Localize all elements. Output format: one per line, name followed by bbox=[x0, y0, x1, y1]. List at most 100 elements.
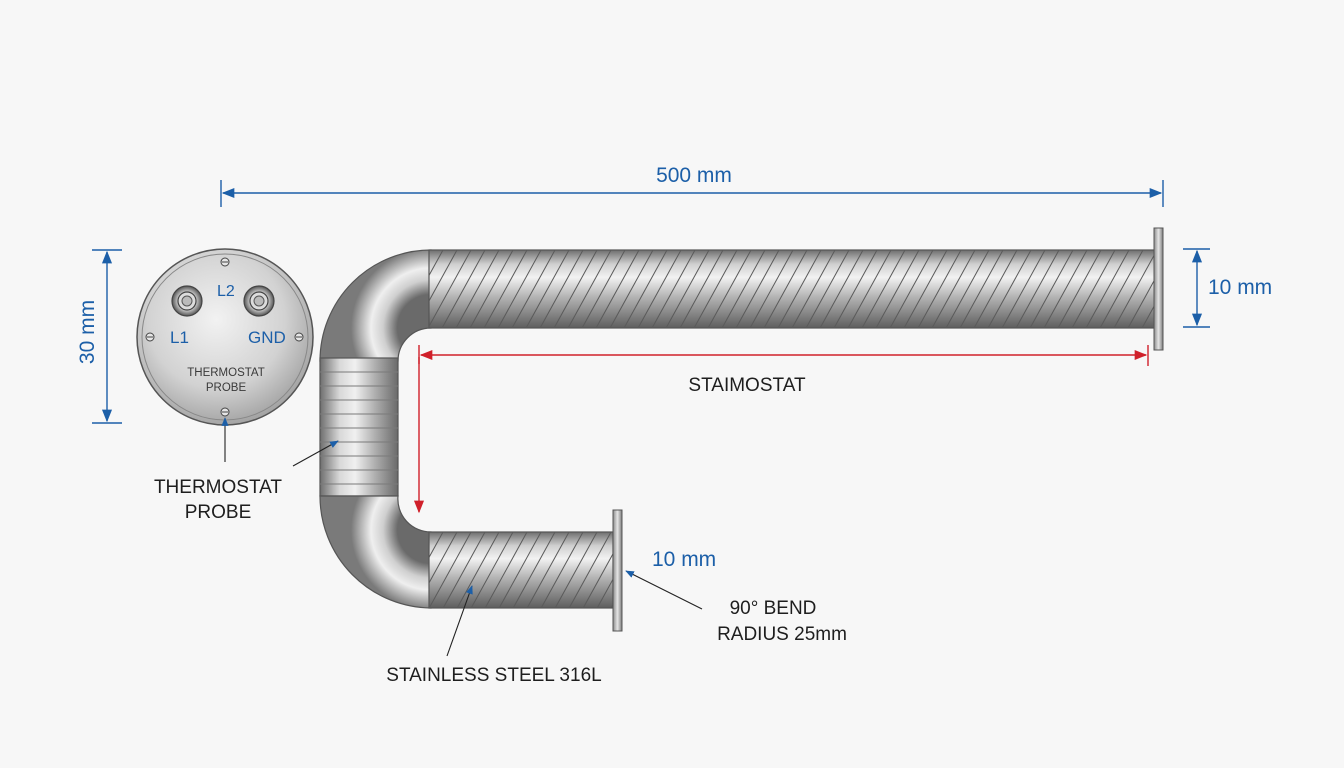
spiral-groove bbox=[1141, 303, 1155, 328]
spiral-groove bbox=[429, 532, 458, 584]
spiral-groove bbox=[469, 250, 514, 328]
spiral-groove bbox=[917, 250, 962, 328]
spiral-groove bbox=[554, 532, 598, 608]
spiral-groove bbox=[595, 250, 640, 328]
spiral-groove bbox=[526, 532, 570, 608]
spiral-groove bbox=[455, 250, 500, 328]
dimension-tube-diameter-top-label: 10 mm bbox=[1208, 276, 1272, 299]
spiral-groove bbox=[623, 250, 668, 328]
spiral-groove bbox=[861, 250, 906, 328]
dimension-overall-length-label: 500 mm bbox=[656, 164, 732, 187]
spiral-groove bbox=[429, 532, 444, 559]
spiral-groove bbox=[582, 552, 613, 608]
spiral-groove bbox=[637, 250, 682, 328]
terminal-l2-label: L2 bbox=[217, 283, 235, 300]
spiral-groove bbox=[609, 250, 654, 328]
callout-bend-line2: RADIUS 25mm bbox=[717, 624, 847, 645]
terminal-l1-post bbox=[171, 285, 203, 317]
spiral-groove bbox=[847, 250, 892, 328]
heating-tube bbox=[319, 227, 1164, 632]
spiral-groove bbox=[429, 250, 444, 277]
dimension-inner-span-label: STAIMOSTAT bbox=[688, 375, 806, 396]
spiral-groove bbox=[1001, 250, 1046, 328]
spiral-groove bbox=[791, 250, 836, 328]
spiral-groove bbox=[581, 250, 626, 328]
spiral-groove bbox=[1015, 250, 1060, 328]
top-bend bbox=[319, 249, 432, 362]
spiral-groove bbox=[973, 250, 1018, 328]
spiral-groove bbox=[442, 532, 486, 608]
callout-material-label: STAINLESS STEEL 316L bbox=[386, 665, 601, 686]
spiral-groove bbox=[959, 250, 1004, 328]
spiral-groove bbox=[903, 250, 948, 328]
spiral-groove bbox=[429, 250, 458, 302]
spiral-groove bbox=[749, 250, 794, 328]
spiral-groove bbox=[987, 250, 1032, 328]
spiral-groove bbox=[833, 250, 878, 328]
bottom-end-flange bbox=[612, 509, 623, 632]
spiral-groove bbox=[1127, 278, 1155, 328]
connector-head: L1 L2 GND THERMOSTAT PROBE bbox=[136, 248, 314, 426]
spiral-groove bbox=[456, 532, 500, 608]
vertical-section bbox=[319, 357, 399, 497]
bottom-straight-run bbox=[428, 531, 614, 609]
callout-bend-line1: 90° BEND bbox=[730, 598, 817, 619]
spiral-groove bbox=[1043, 250, 1088, 328]
top-straight-run bbox=[428, 249, 1156, 329]
spiral-groove bbox=[889, 250, 934, 328]
spiral-groove bbox=[540, 532, 584, 608]
spiral-groove bbox=[679, 250, 724, 328]
bottom-bend bbox=[319, 495, 432, 609]
dimension-height: 30 mm bbox=[76, 249, 122, 424]
dimension-tube-diameter-bottom-label: 10 mm bbox=[652, 548, 716, 571]
spiral-groove bbox=[429, 532, 472, 608]
spiral-groove bbox=[497, 250, 542, 328]
spiral-groove bbox=[651, 250, 696, 328]
screw-icon bbox=[145, 257, 304, 417]
spiral-groove bbox=[707, 250, 752, 328]
spiral-groove bbox=[1085, 250, 1130, 328]
head-face-label-line1: THERMOSTAT bbox=[187, 367, 265, 379]
spiral-groove bbox=[1029, 250, 1074, 328]
callout-thermostat-probe: THERMOSTAT PROBE bbox=[154, 417, 339, 523]
spiral-groove bbox=[568, 532, 612, 608]
terminal-gnd-label: GND bbox=[248, 328, 286, 347]
dimension-inner-span: STAIMOSTAT bbox=[413, 345, 1149, 514]
spiral-groove bbox=[483, 250, 528, 328]
spiral-groove bbox=[875, 250, 920, 328]
spiral-groove bbox=[498, 532, 542, 608]
top-end-flange bbox=[1153, 227, 1164, 351]
spiral-groove bbox=[945, 250, 990, 328]
spiral-groove bbox=[1071, 250, 1116, 328]
spiral-groove bbox=[819, 250, 864, 328]
dimension-overall-length: 500 mm bbox=[220, 164, 1164, 207]
spiral-groove bbox=[539, 250, 584, 328]
spiral-groove bbox=[511, 250, 556, 328]
callout-thermostat-probe-line2: PROBE bbox=[185, 502, 252, 523]
spiral-groove bbox=[693, 250, 738, 328]
dimension-tube-diameter-bottom: 10 mm bbox=[652, 548, 716, 571]
spiral-groove bbox=[429, 250, 472, 328]
spiral-groove bbox=[735, 250, 780, 328]
spiral-groove bbox=[512, 532, 556, 608]
spiral-groove bbox=[805, 250, 850, 328]
spiral-groove bbox=[484, 532, 528, 608]
spiral-groove bbox=[441, 250, 486, 328]
spiral-groove bbox=[1099, 250, 1144, 328]
spiral-groove bbox=[553, 250, 598, 328]
terminal-l1-label: L1 bbox=[170, 328, 189, 347]
callout-bend: 90° BEND RADIUS 25mm bbox=[625, 570, 847, 645]
spiral-groove bbox=[931, 250, 976, 328]
head-face-label-line2: PROBE bbox=[206, 382, 247, 394]
spiral-groove bbox=[525, 250, 570, 328]
spiral-groove bbox=[596, 578, 613, 608]
spiral-groove bbox=[567, 250, 612, 328]
spiral-groove bbox=[721, 250, 766, 328]
terminal-l2-post bbox=[243, 285, 275, 317]
dimension-tube-diameter-top: 10 mm bbox=[1183, 248, 1272, 328]
spiral-groove bbox=[470, 532, 514, 608]
callout-thermostat-probe-line1: THERMOSTAT bbox=[154, 477, 282, 498]
spiral-groove bbox=[1057, 250, 1102, 328]
spiral-groove bbox=[777, 250, 822, 328]
